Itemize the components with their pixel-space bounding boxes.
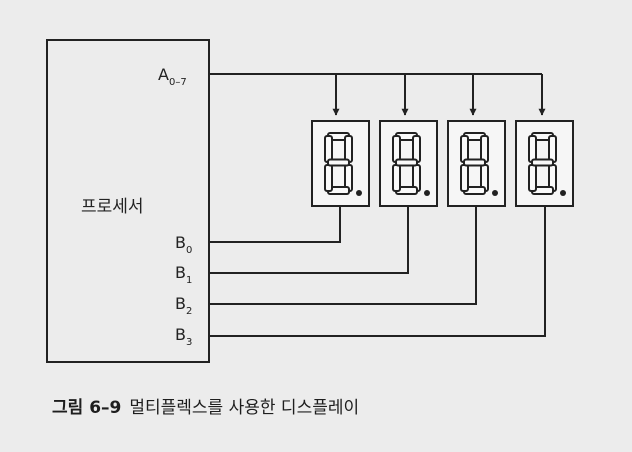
segment-b	[548, 135, 557, 163]
segment-f	[324, 135, 333, 163]
figure-caption-text: 멀티플렉스를 사용한 디스플레이	[129, 398, 360, 418]
processor-label: 프로세서	[81, 197, 144, 217]
line-label-b3: B3	[175, 325, 192, 348]
line-label-b1: B1	[175, 263, 192, 286]
segment-b	[412, 135, 421, 163]
line-label-b0: B0	[175, 233, 192, 256]
select-line-b1	[209, 206, 409, 274]
seven-segment-display	[447, 120, 506, 207]
segment-g	[327, 158, 350, 167]
segment-f	[392, 135, 401, 163]
bus-label: A0–7	[158, 65, 187, 88]
segment-b	[344, 135, 353, 163]
seven-segment-display	[515, 120, 574, 207]
decimal-point	[356, 190, 362, 196]
seven-segment-display	[379, 120, 438, 207]
segment-g	[395, 158, 418, 167]
select-line-b2	[209, 206, 477, 305]
select-line-b3	[209, 206, 546, 337]
segment-g	[463, 158, 486, 167]
select-line-b0	[209, 206, 341, 243]
segment-g	[531, 158, 554, 167]
segment-e	[392, 164, 401, 192]
line-label-b2: B2	[175, 294, 192, 317]
segment-f	[460, 135, 469, 163]
segment-e	[324, 164, 333, 192]
figure-caption: 그림 6–9 멀티플렉스를 사용한 디스플레이	[52, 393, 359, 418]
segment-f	[528, 135, 537, 163]
segment-b	[480, 135, 489, 163]
display-row	[311, 120, 574, 207]
bus-label-subscript: 0–7	[169, 77, 187, 88]
figure-number: 그림 6–9	[52, 398, 122, 418]
decimal-point	[492, 190, 498, 196]
seven-segment-display	[311, 120, 370, 207]
bus-wiring	[209, 73, 546, 116]
segment-e	[528, 164, 537, 192]
processor-block	[46, 39, 210, 363]
segment-e	[460, 164, 469, 192]
select-wiring	[209, 206, 546, 337]
decimal-point	[424, 190, 430, 196]
decimal-point	[560, 190, 566, 196]
